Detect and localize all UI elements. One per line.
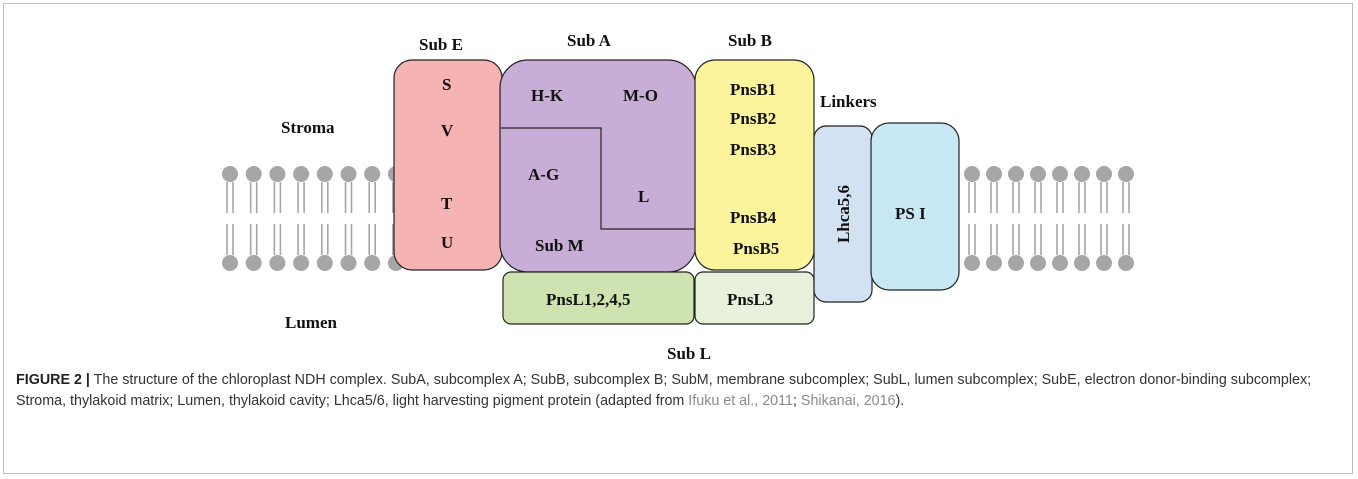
- lipid-molecule: [269, 166, 286, 271]
- lumen-label: Lumen: [285, 313, 338, 332]
- stroma-label: Stroma: [281, 118, 335, 137]
- sub-a-heading: Sub A: [567, 31, 612, 50]
- lipid-bilayer-right: [964, 166, 1134, 271]
- sub-l-heading: Sub L: [667, 344, 711, 363]
- caption-text: The structure of the chloroplast NDH com…: [16, 372, 1312, 409]
- lipid-molecule: [245, 166, 262, 271]
- sub-e-item-s: S: [442, 75, 451, 94]
- sub-a-item-hk: H-K: [531, 86, 564, 105]
- sub-m-label: Sub M: [535, 236, 584, 255]
- sub-a-item-mo: M-O: [623, 86, 658, 105]
- sub-l-item-pnsl1245: PnsL1,2,4,5: [546, 290, 631, 309]
- linker-label: Lhca5,6: [834, 185, 853, 243]
- pnsl1-box: [502, 271, 695, 325]
- lipid-molecule: [340, 166, 357, 271]
- lipid-molecule: [1052, 166, 1068, 271]
- sub-e-item-v: V: [441, 121, 454, 140]
- caption-end: ).: [895, 393, 905, 409]
- lipid-molecule: [1030, 166, 1046, 271]
- lipid-molecule: [1008, 166, 1024, 271]
- ps1-box: [870, 122, 960, 291]
- citation-link-shikanai[interactable]: Shikanai, 2016: [800, 393, 896, 409]
- figure-caption: FIGURE 2 | The structure of the chloropl…: [16, 370, 1342, 412]
- sub-b-item-pnsb1: PnsB1: [730, 80, 776, 99]
- lipid-molecule: [1118, 166, 1134, 271]
- linkers-heading: Linkers: [820, 92, 877, 111]
- citation-link-ifuku[interactable]: Ifuku et al., 2011: [688, 393, 793, 409]
- lipid-molecule: [964, 166, 980, 271]
- figure-label: FIGURE 2 |: [16, 372, 90, 388]
- ndh-complex-diagram: Stroma Lumen Sub E Sub A Sub B Linkers S…: [222, 31, 1134, 363]
- pnsl3-box: [694, 271, 815, 325]
- lipid-molecule: [316, 166, 333, 271]
- sub-e-item-u: U: [441, 233, 453, 252]
- lipid-molecule: [222, 166, 238, 271]
- sub-b-item-pnsb3: PnsB3: [730, 140, 776, 159]
- sub-l-item-pnsl3: PnsL3: [727, 290, 773, 309]
- lipid-molecule: [1096, 166, 1112, 271]
- sub-b-item-pnsb4: PnsB4: [730, 208, 777, 227]
- sub-b-heading: Sub B: [728, 31, 772, 50]
- sub-b-item-pnsb5: PnsB5: [733, 239, 779, 258]
- lipid-molecule: [364, 166, 381, 271]
- sub-b-item-pnsb2: PnsB2: [730, 109, 776, 128]
- lipid-molecule: [986, 166, 1002, 271]
- sub-a-divider: [501, 127, 696, 230]
- lipid-molecule: [293, 166, 310, 271]
- ps1-label: PS I: [895, 204, 926, 223]
- sub-e-heading: Sub E: [419, 35, 463, 54]
- sub-a-item-l: L: [638, 187, 649, 206]
- sub-a-item-ag: A-G: [528, 165, 559, 184]
- lipid-molecule: [1074, 166, 1090, 271]
- sub-e-item-t: T: [441, 194, 453, 213]
- caption-separator: ;: [792, 393, 801, 409]
- lipid-bilayer-left: [222, 166, 404, 271]
